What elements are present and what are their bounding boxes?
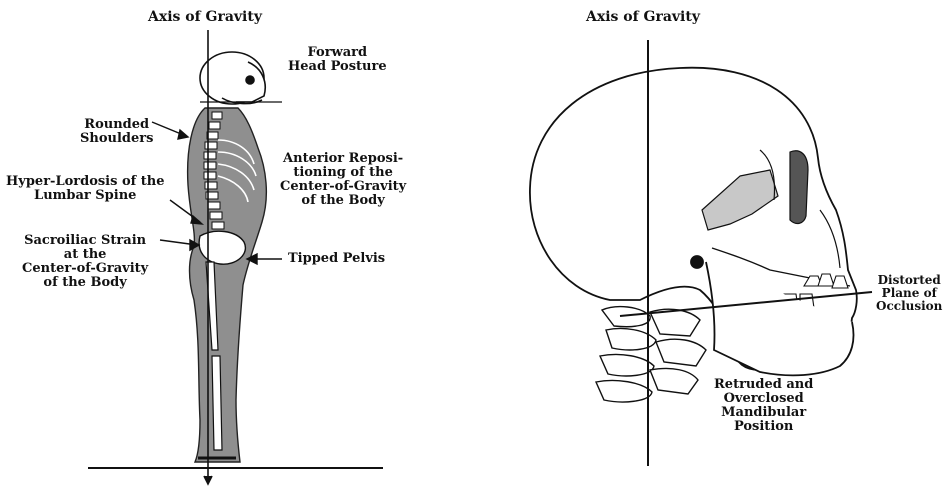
label-rounded-shoulders: Rounded Shoulders bbox=[80, 118, 153, 146]
label-retruded-mandibular-position: Retruded and Overclosed Mandibular Posit… bbox=[714, 378, 813, 434]
cervical-vertebrae bbox=[596, 307, 706, 402]
right-axis-title: Axis of Gravity bbox=[586, 10, 700, 24]
label-distorted-plane-of-occlusion: Distorted Plane of Occlusion bbox=[876, 274, 942, 313]
right-figure-drawing bbox=[530, 40, 872, 466]
label-sacroiliac-strain: Sacroiliac Strain at the Center-of-Gravi… bbox=[22, 234, 148, 290]
label-tipped-pelvis: Tipped Pelvis bbox=[288, 252, 385, 266]
ear-canal bbox=[691, 256, 703, 268]
left-axis-title: Axis of Gravity bbox=[148, 10, 262, 24]
orbit-shading bbox=[790, 151, 808, 224]
label-forward-head-posture: Forward Head Posture bbox=[288, 46, 387, 74]
upper-teeth bbox=[804, 274, 848, 288]
label-anterior-repositioning: Anterior Reposi- tioning of the Center-o… bbox=[280, 152, 406, 208]
label-hyper-lordosis: Hyper-Lordosis of the Lumbar Spine bbox=[6, 175, 164, 203]
body-silhouette bbox=[188, 108, 267, 462]
